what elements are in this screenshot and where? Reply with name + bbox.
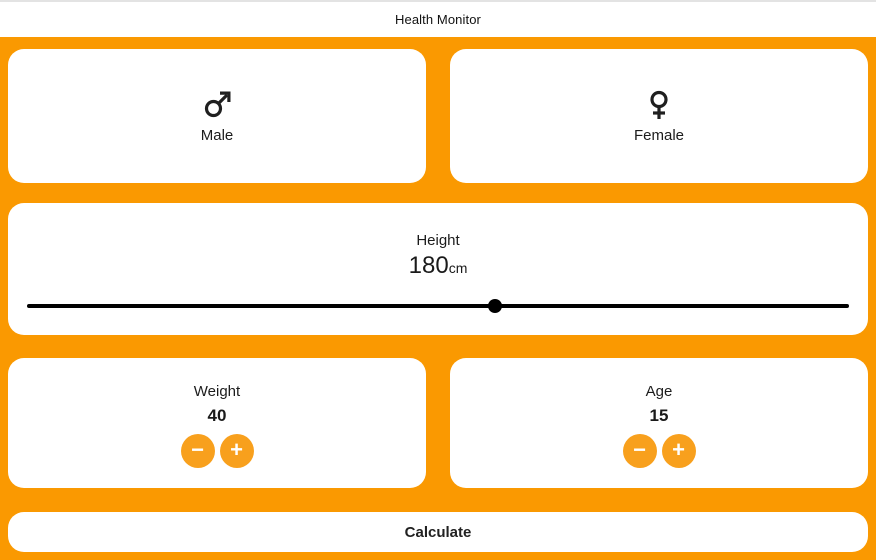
male-card[interactable]: Male xyxy=(8,49,426,183)
weight-card: Weight 40 − + xyxy=(8,358,426,488)
weight-decrease-button[interactable]: − xyxy=(180,434,215,468)
height-card: Height 180 cm xyxy=(8,203,868,335)
weight-label: Weight xyxy=(193,383,241,400)
female-icon xyxy=(650,90,668,119)
age-label: Age xyxy=(645,383,673,400)
age-decrease-button[interactable]: − xyxy=(622,434,657,468)
height-slider-track[interactable] xyxy=(27,304,849,308)
calculate-label: Calculate xyxy=(404,523,472,541)
plus-icon: + xyxy=(672,437,685,462)
weight-stepper: − + xyxy=(180,434,254,468)
age-value: 15 xyxy=(649,406,669,425)
page-title: Health Monitor xyxy=(395,12,481,27)
male-icon xyxy=(204,91,231,117)
age-stepper: − + xyxy=(622,434,696,468)
app-bar: Health Monitor xyxy=(0,0,876,37)
minus-icon: − xyxy=(191,437,204,462)
minus-icon: − xyxy=(633,437,646,462)
female-label: Female xyxy=(633,126,685,144)
female-card[interactable]: Female xyxy=(450,49,868,183)
plus-icon: + xyxy=(230,437,243,462)
weight-increase-button[interactable]: + xyxy=(219,434,254,468)
height-unit: cm xyxy=(448,260,468,276)
height-value-row: 180 cm xyxy=(409,252,468,280)
age-card: Age 15 − + xyxy=(450,358,868,488)
height-slider-thumb[interactable] xyxy=(487,299,502,313)
height-slider[interactable] xyxy=(27,299,849,313)
height-label: Height xyxy=(416,232,460,249)
age-increase-button[interactable]: + xyxy=(661,434,696,468)
male-label: Male xyxy=(200,126,234,144)
height-value: 180 xyxy=(408,252,449,279)
weight-value: 40 xyxy=(207,406,227,425)
calculate-button[interactable]: Calculate xyxy=(8,512,868,552)
